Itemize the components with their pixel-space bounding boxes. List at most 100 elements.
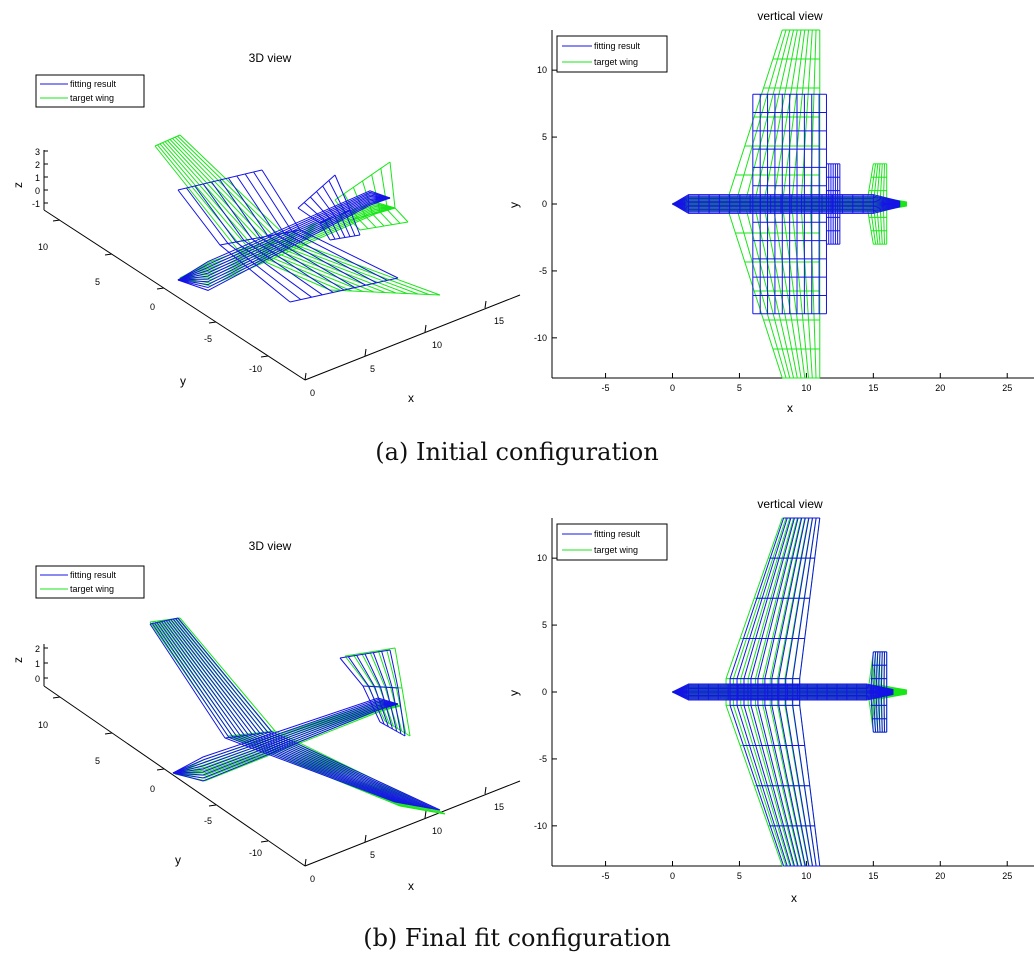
fuselage-line [172,703,399,776]
fuselage-line [172,703,399,779]
y-axis: 10 5 0 -5 -10 y [38,209,306,388]
fit-wing-line-edge [177,169,263,191]
fuselage-line [172,703,398,774]
aircraft-3d-target [149,617,446,815]
x-axis: 0 5 10 15 x [304,780,521,893]
x-tick-label: 25 [1002,383,1012,393]
y-tick-label: -5 [539,266,547,276]
y-tick-label: 5 [542,132,547,142]
y-tick-label: 0 [542,687,547,697]
x-tick-label: 15 [868,383,878,393]
y-tick-label: 10 [38,720,48,730]
aircraft-3d-fit [149,617,441,811]
x-tick-label: 20 [935,383,945,393]
y-axis-label: y [507,202,521,208]
z-axis: 2 1 0 z [11,644,48,686]
panel-3d-view-a: 3D view fitting result target wing 3 2 1… [11,51,521,405]
z-axis-label: z [11,182,25,188]
x-axis-label: x [408,879,414,893]
chart-title: vertical view [757,9,823,23]
legend: fitting result target wing [556,35,668,73]
fit-wing-line-edge [224,731,273,739]
z-tick-label: 1 [35,173,40,183]
z-tick-label: 2 [35,644,40,654]
legend-label-fit: fitting result [70,79,117,89]
fuselage-line [177,194,391,281]
chart-title: vertical view [757,497,823,511]
legend-label-fit: fitting result [594,529,641,539]
series-fit [672,93,901,315]
target-tail-line-edge [344,647,396,657]
z-tick-label: 0 [35,674,40,684]
legend-label-target: target wing [594,57,638,67]
fuselage-line [177,196,391,281]
fuselage-line [172,703,399,782]
y-axis-label: y [175,853,181,867]
y-tick-label: 10 [537,553,547,563]
fit-wing-line-edge [289,277,399,303]
target-tail-line-edge [384,720,411,737]
y-tick-label: -10 [249,364,262,374]
legend-label-target: target wing [70,93,114,103]
target-tail-line-edge [359,221,409,231]
x-tick-label: 10 [432,340,442,350]
y-tick-label: -5 [539,754,547,764]
aircraft-3d-fit [177,169,399,303]
x-axis-label: x [791,891,797,905]
z-axis-label: z [11,657,25,663]
y-tick-label: 5 [95,756,100,766]
fuselage-line [172,700,399,774]
target-wing-line [179,617,446,815]
fuselage-line [177,197,391,286]
chart-title: 3D view [249,51,292,65]
fit-tail-line-edge [297,174,336,209]
x-tick-label: 15 [868,871,878,881]
legend: fitting result target wing [35,565,145,599]
y-tick-label: 10 [537,65,547,75]
y-tick-label: 10 [38,242,48,252]
z-tick-label: 3 [35,147,40,157]
y-axis-label: y [180,374,186,388]
target-wing-line [169,619,431,812]
y-axis-label: y [507,690,521,696]
x-tick-label: 5 [737,383,742,393]
target-wing-line-edge [399,805,446,815]
y-axis: 10 5 0 -5 -10 y [38,685,306,867]
chart-title: 3D view [249,539,292,553]
x-tick-label: 0 [310,388,315,398]
fuselage-line [172,697,399,774]
fuselage-line [172,703,399,774]
legend-label-target: target wing [70,584,114,594]
caption-b: (b) Final fit configuration [363,924,671,952]
fit-tail-line-edge [362,685,399,689]
fuselage-line [177,197,391,281]
x-tick-label: -5 [602,871,610,881]
fuselage-line [172,698,399,774]
x-tick-label: 20 [935,871,945,881]
fuselage-line [177,197,390,281]
x-tick-label: 0 [310,874,315,884]
fuselage-line [177,191,391,281]
y-tick-label: -10 [534,333,547,343]
legend: fitting result target wing [35,74,145,108]
z-tick-label: 1 [35,659,40,669]
fit-wing-line [172,618,433,810]
fit-tail-line-edge [379,721,406,737]
z-tick-label: 2 [35,160,40,170]
fit-wing-line-edge [394,801,441,811]
caption-a: (a) Initial configuration [375,438,659,466]
x-tick-label: 10 [801,871,811,881]
fuselage-line [172,701,399,774]
x-tick-label: 5 [737,871,742,881]
fit-wing-line [165,620,422,808]
x-tick-label: 0 [670,871,675,881]
legend-label-target: target wing [594,545,638,555]
fit-wing-line [170,619,429,809]
fit-tail-line-edge [339,649,391,659]
z-axis: 3 2 1 0 -1 z [11,147,48,210]
fuselage-line [177,193,391,281]
target-tail-line-edge [334,161,391,201]
target-wing-line [167,619,427,812]
legend-label-fit: fitting result [70,570,117,580]
fit-tail-line [364,653,393,730]
